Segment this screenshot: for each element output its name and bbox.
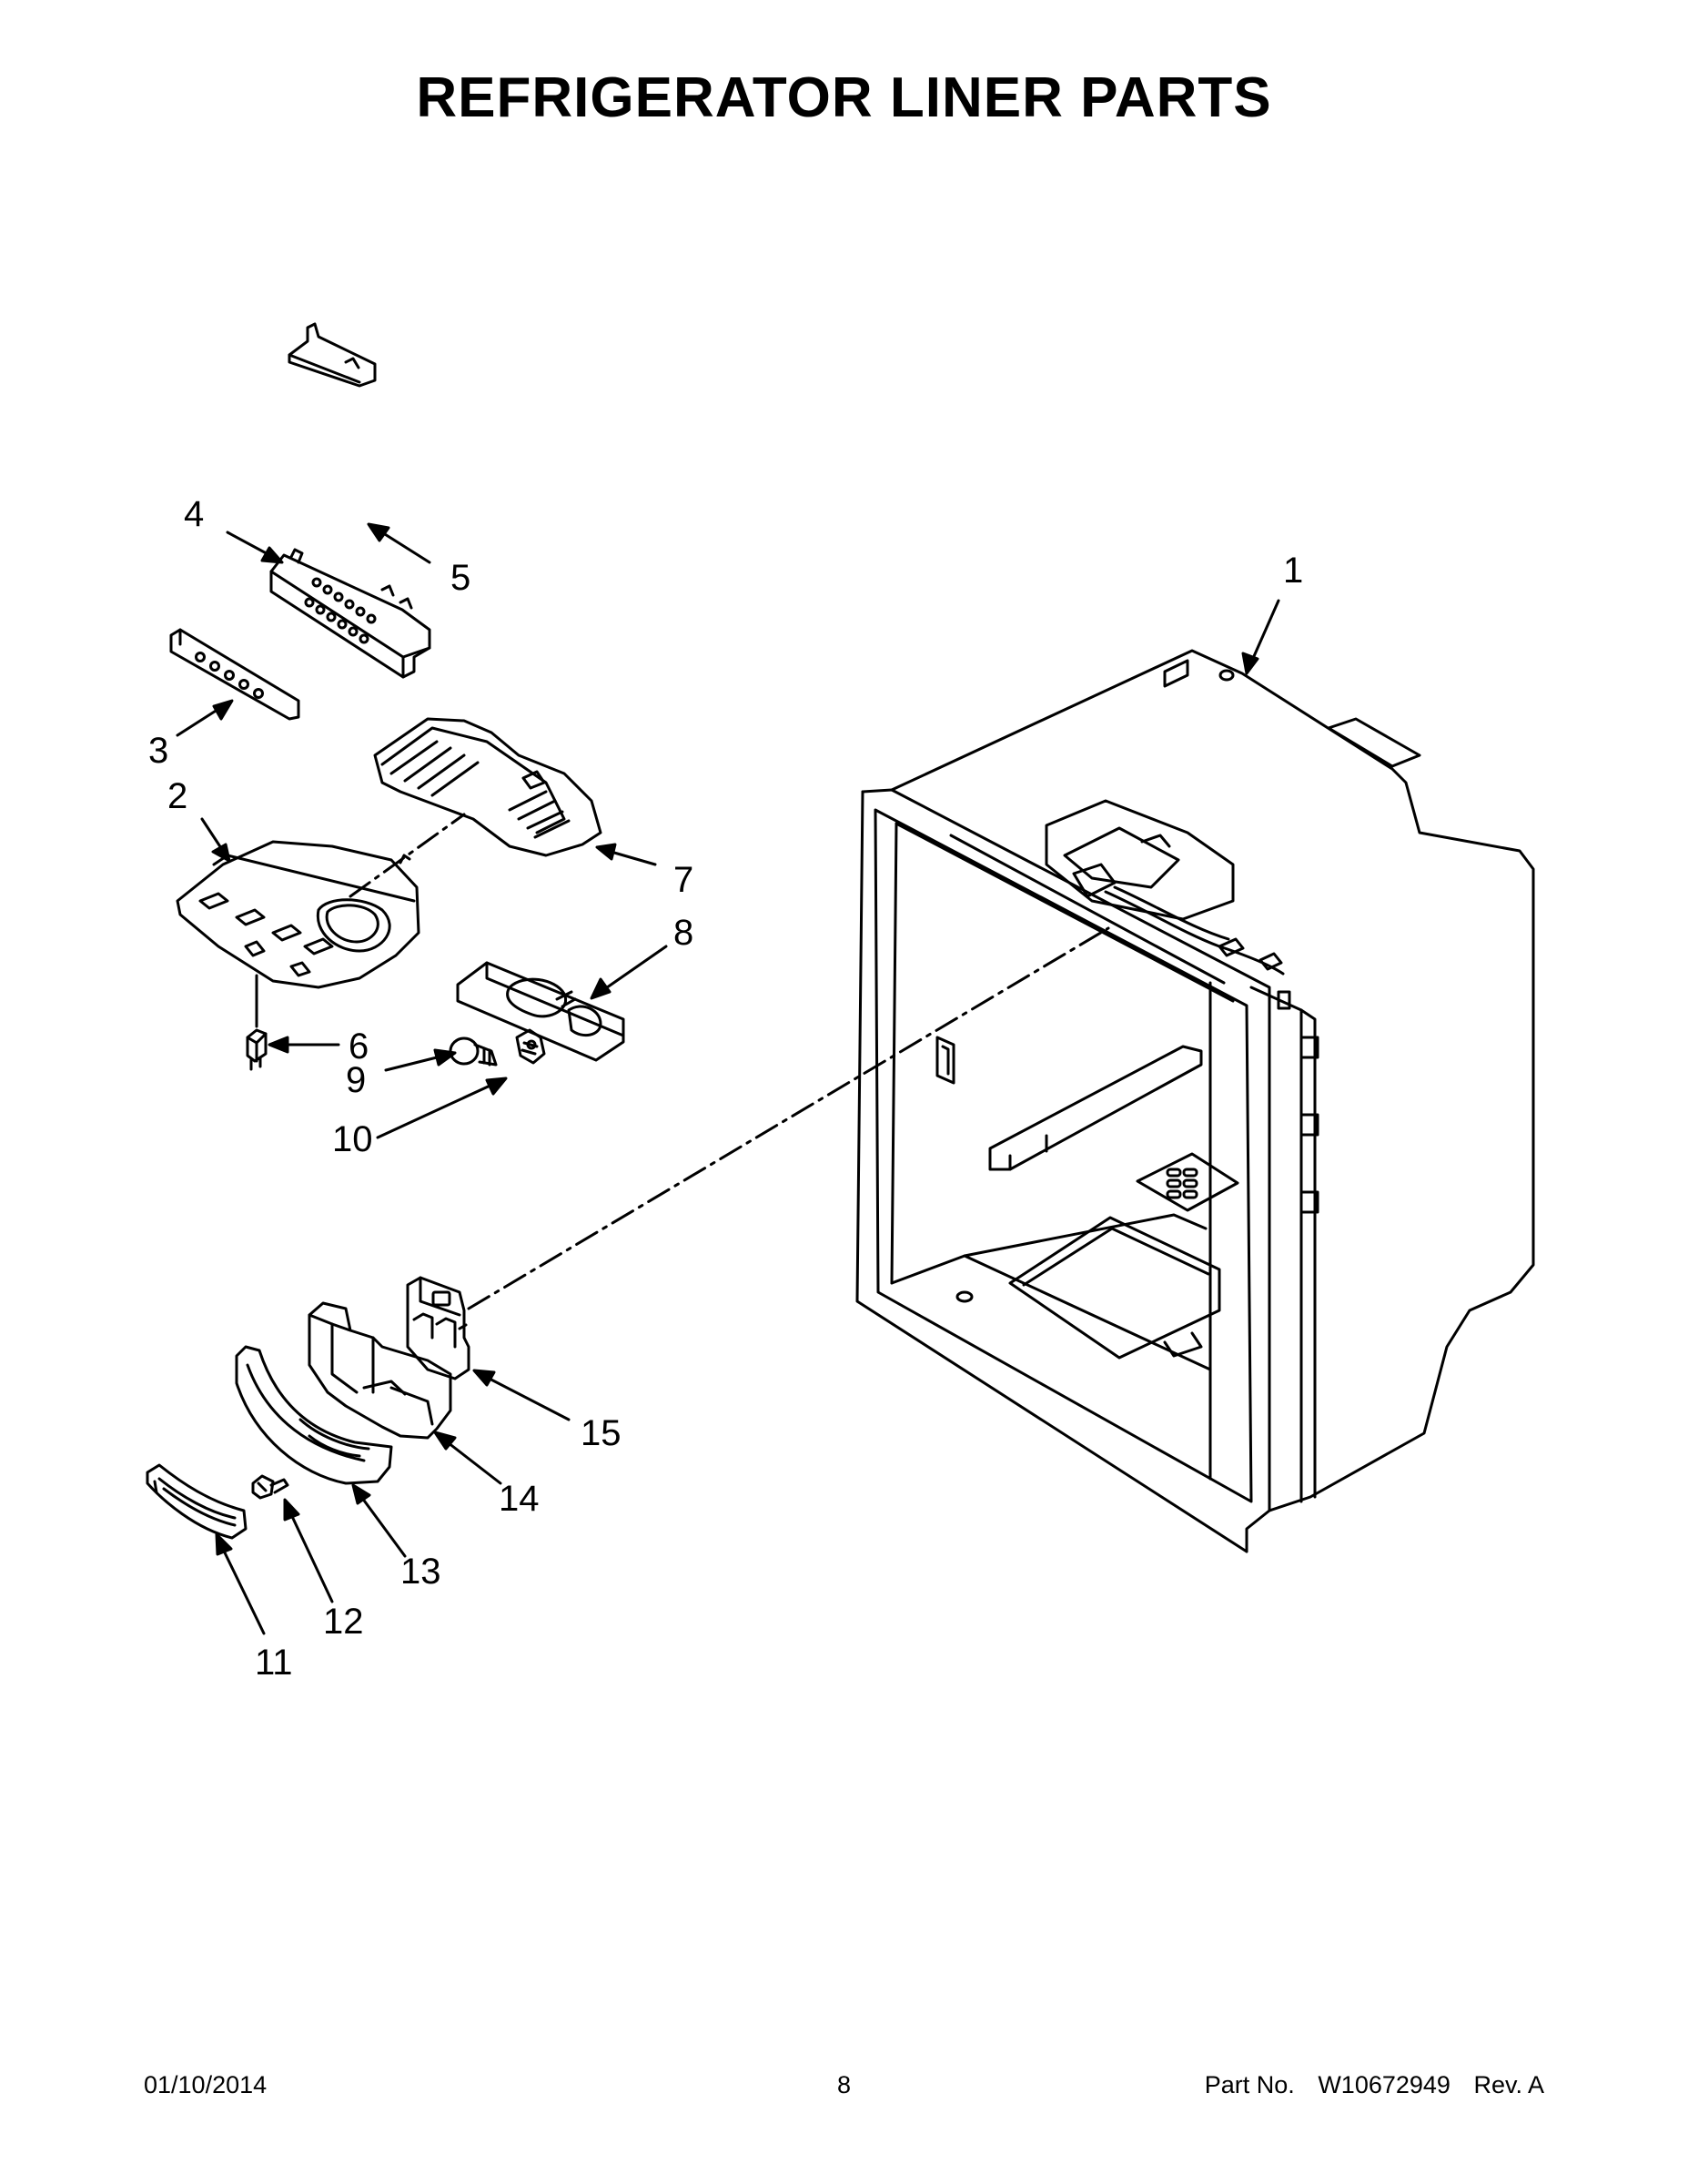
screw-part-12 [251,1474,289,1500]
page-title: REFRIGERATOR LINER PARTS [416,66,1272,129]
panel-part-2 [176,840,420,989]
callout-12: 12 [323,1602,364,1642]
leader-lines [176,522,1280,1635]
strip-part-3 [169,628,300,721]
callout-11: 11 [255,1643,293,1683]
housing-part-4 [269,548,431,679]
footer-page-number: 8 [836,2071,852,2098]
grille-part-7 [373,717,602,857]
cover-part-13 [235,1345,393,1485]
callout-14: 14 [499,1479,540,1519]
callout-numbers: 1 2 3 4 5 6 7 8 9 10 11 12 13 14 15 [148,494,1303,1683]
footer-revision: Rev. A [1473,2071,1544,2098]
housing-part-14 [308,1301,452,1440]
damper-part-15 [406,1276,470,1380]
light-housing-part-8 [456,961,625,1062]
insert-part-11 [146,1463,248,1540]
assembly-lines [349,813,1110,1310]
callout-15: 15 [581,1413,622,1453]
socket-part-10 [515,1028,546,1065]
footer-part-info: Part No. W10672949 Rev. A [1205,2071,1544,2099]
callout-8: 8 [673,913,693,953]
switch-part-6 [246,1028,268,1071]
footer-part-number: W10672949 [1318,2071,1450,2098]
callout-9: 9 [346,1060,366,1100]
callout-3: 3 [148,731,168,771]
bracket-part-5 [288,322,377,388]
footer-part-label: Part No. [1204,2071,1295,2098]
callout-5: 5 [450,558,470,598]
callout-6: 6 [349,1026,369,1067]
callout-2: 2 [167,776,187,816]
bulb-part-9 [449,1036,498,1067]
callout-13: 13 [400,1552,441,1592]
callout-4: 4 [184,494,204,534]
callout-10: 10 [332,1119,373,1159]
liner-part-1 [855,649,1535,1553]
callout-7: 7 [673,860,693,900]
footer-date: 01/10/2014 [144,2071,268,2098]
callout-1: 1 [1283,551,1303,591]
